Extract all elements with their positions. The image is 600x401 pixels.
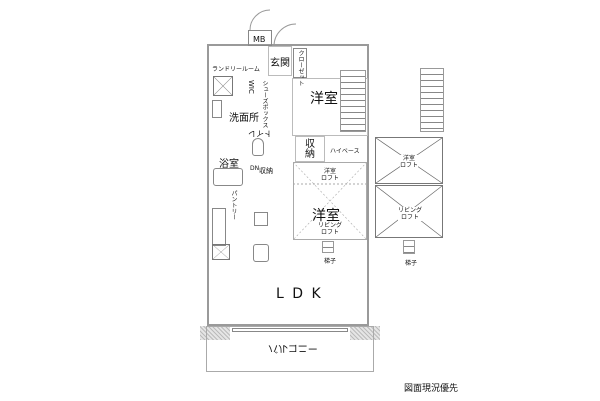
mb-label: MB — [253, 35, 266, 44]
balcony-window — [232, 328, 348, 332]
bath-label: 浴室 — [219, 159, 239, 170]
shoe-box-label: シューズボックス — [261, 80, 268, 128]
western-loft-label: 洋室 ロフト — [321, 168, 340, 182]
loft-ladder-label: 梯子 — [405, 260, 418, 267]
entrance-label: 玄関 — [270, 58, 290, 69]
loft-stairs — [420, 68, 444, 132]
western-room-upper — [292, 78, 368, 136]
western-room-upper-label: 洋室 — [310, 91, 338, 107]
living-loft-label: リビング ロフト — [318, 222, 343, 236]
counter — [212, 208, 226, 246]
dn-label: DN — [250, 165, 260, 172]
ladder-lower-label: 梯子 — [324, 258, 337, 265]
storage-label: 収納 — [305, 139, 315, 160]
kitchen-sink — [253, 244, 269, 262]
entrance-door-swing — [249, 9, 297, 47]
mb-box — [248, 30, 272, 46]
balcony-wall-left — [200, 326, 230, 340]
stove — [254, 212, 268, 226]
washer-space — [213, 76, 233, 96]
washroom-label: 洗面所 — [229, 113, 259, 124]
loft-plan-living-label: リビング ロフト — [398, 207, 423, 221]
balcony — [206, 326, 374, 372]
entrance-area — [268, 46, 292, 76]
loft-diagonals — [293, 162, 367, 240]
loft-ladder — [403, 240, 415, 254]
bathtub — [213, 168, 243, 186]
wic-label: WIC — [247, 80, 255, 94]
toilet-bowl — [252, 138, 264, 156]
washroom-sink — [212, 100, 222, 118]
closet — [293, 48, 307, 78]
note-text: 図面現況優先 — [404, 384, 459, 394]
loft-plan-western-label: 洋室 ロフト — [400, 155, 419, 169]
ldk-label: L D K — [276, 286, 323, 302]
western-room-lower-label: 洋室 — [312, 208, 340, 224]
storage-small-label: 収納 — [259, 167, 273, 175]
outer-wall — [207, 44, 369, 326]
storage-box — [295, 136, 325, 162]
stairs-upper — [340, 70, 366, 132]
pantry-label: パントリー — [230, 190, 237, 220]
high-base-label: ハイベース — [330, 148, 360, 155]
ladder-lower — [322, 241, 334, 253]
balcony-wall-right — [350, 326, 380, 340]
fridge-space — [212, 244, 230, 260]
laundry-room-label: ランドリールーム — [212, 66, 260, 73]
closet-label: クローゼット — [297, 50, 304, 86]
balcony-label: バルコニー — [268, 342, 318, 353]
western-room-lower — [293, 162, 367, 240]
